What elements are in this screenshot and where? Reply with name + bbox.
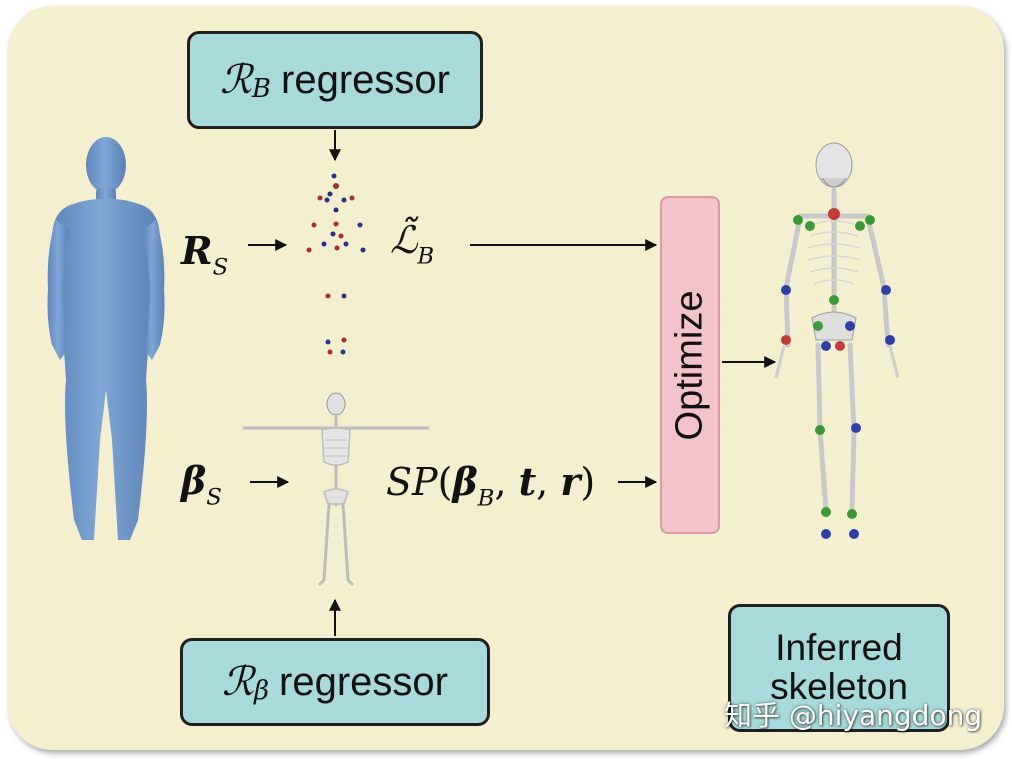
skeleton-params-label: SP(βB, t, r) bbox=[386, 459, 596, 512]
human-body-illustration bbox=[47, 137, 165, 540]
inferred-skeleton-box: Inferred skeleton bbox=[728, 604, 950, 732]
landmarks-label: ℒ̃B bbox=[390, 218, 435, 270]
template-skeleton bbox=[242, 392, 430, 586]
watermark: 知乎 @hiyangdong bbox=[724, 699, 983, 732]
regressor-beta-symbol: ℛ bbox=[222, 659, 254, 705]
optimize-box: Optimize bbox=[660, 196, 720, 534]
regressor-beta-subscript: β bbox=[253, 676, 269, 707]
landmark-point-cloud bbox=[306, 173, 366, 355]
regressor-b-text: regressor bbox=[281, 58, 450, 102]
input-beta-s-label: βS bbox=[181, 458, 222, 511]
arrows bbox=[248, 130, 777, 636]
input-r-s-label: RS bbox=[181, 228, 229, 281]
regressor-beta-text: regressor bbox=[279, 660, 448, 704]
regressor-b-subscript: B bbox=[251, 74, 272, 105]
inferred-skeleton-line2: skeleton bbox=[770, 666, 908, 707]
regressor-b-symbol: ℛ bbox=[220, 57, 252, 103]
inferred-skeleton-line1: Inferred bbox=[775, 627, 903, 669]
inferred-skeleton-illustration bbox=[774, 142, 900, 539]
